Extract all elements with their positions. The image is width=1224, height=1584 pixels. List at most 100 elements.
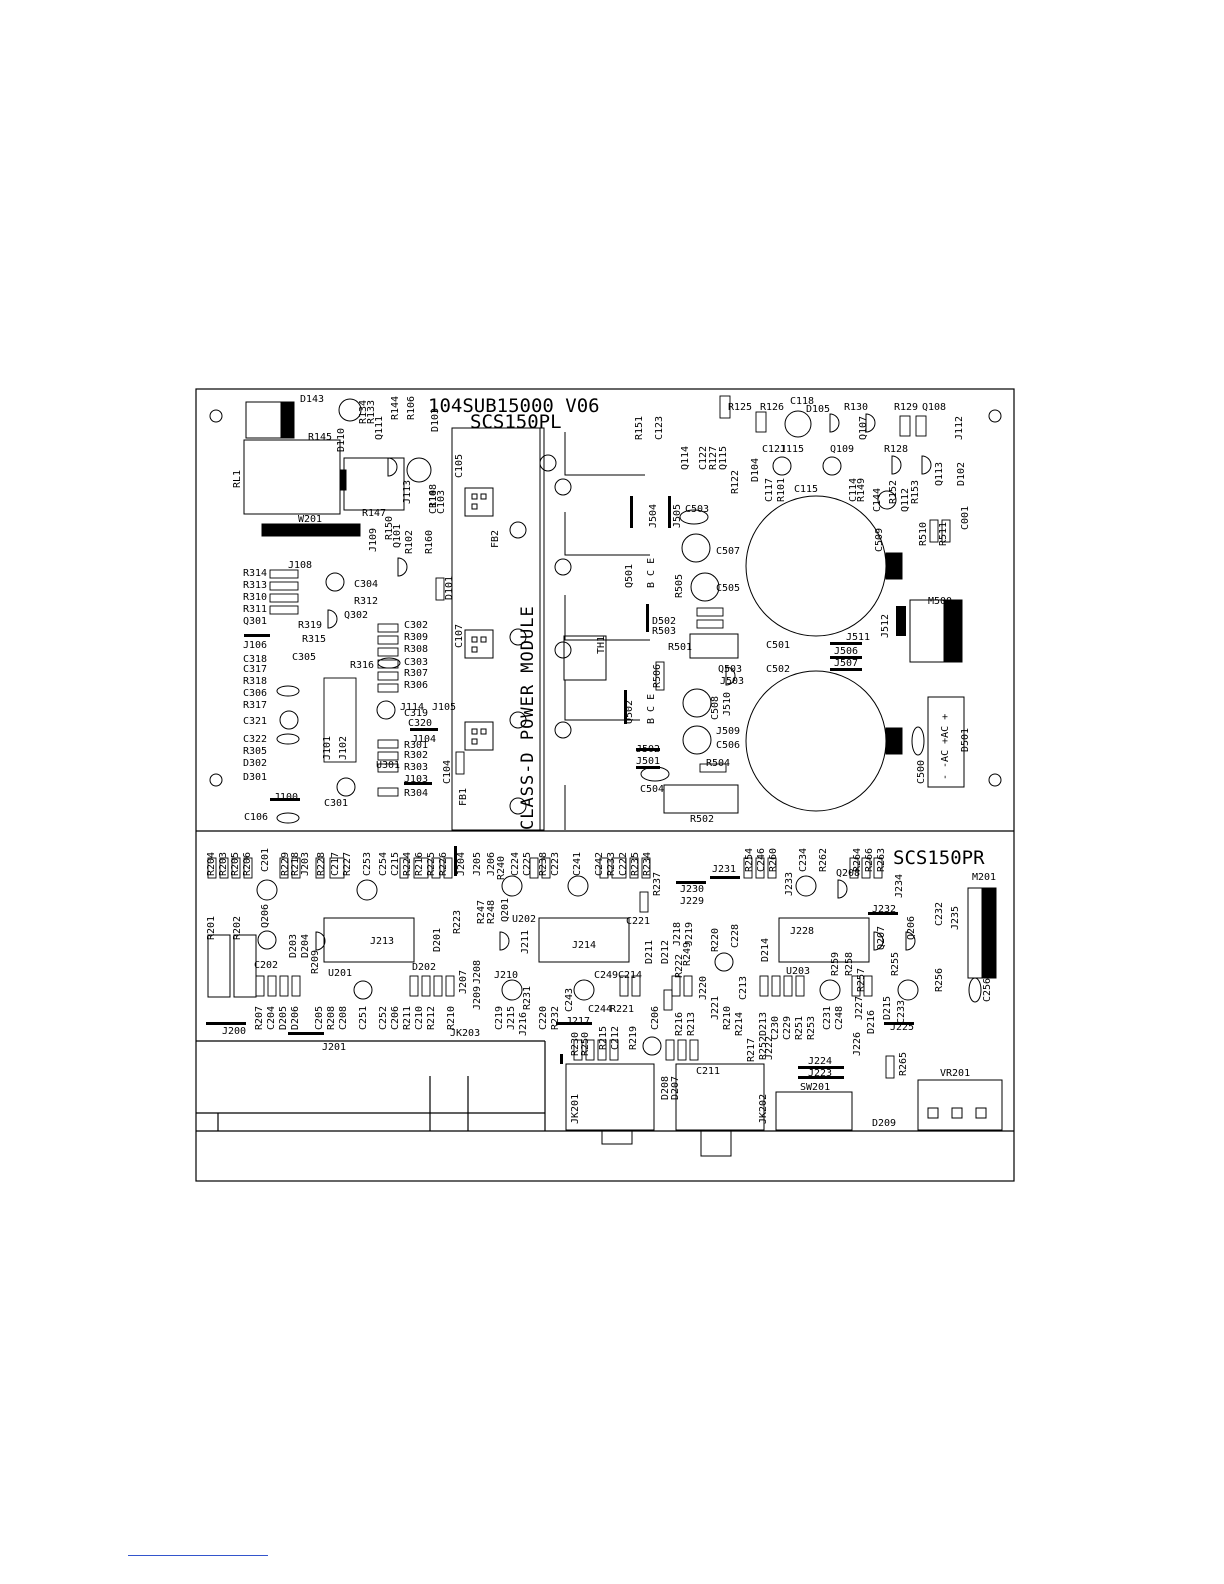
label-r102: R102 xyxy=(404,530,415,554)
label-c205: C205 xyxy=(314,1006,325,1030)
label-q112: Q112 xyxy=(900,488,911,512)
label-q503: Q503 xyxy=(718,664,742,675)
label-r125: R125 xyxy=(728,402,752,413)
label-c118: C118 xyxy=(790,396,814,407)
label-r203: R203 xyxy=(218,852,229,876)
label-r251: R251 xyxy=(794,1016,805,1040)
label-c106: C106 xyxy=(244,812,268,823)
label-r248: R248 xyxy=(486,900,497,924)
label-c103: C103 xyxy=(436,490,447,514)
label-c320: C320 xyxy=(408,718,432,729)
label-d102: D102 xyxy=(956,462,967,486)
label-r257: R257 xyxy=(856,968,867,992)
label-m500: M500 xyxy=(928,596,952,607)
label-q206b: Q206 xyxy=(906,916,917,940)
label-j213: J213 xyxy=(370,936,394,947)
label-r314: R314 xyxy=(243,568,267,579)
label-r209: R209 xyxy=(310,950,321,974)
label-c502: C502 xyxy=(766,664,790,675)
label-r231: R231 xyxy=(522,986,533,1010)
label-q108: Q108 xyxy=(922,402,946,413)
label-r210: R210 xyxy=(446,1006,457,1030)
label-c214: C214 xyxy=(618,970,642,981)
label-c319: C319 xyxy=(404,708,428,719)
label-jk203: JK203 xyxy=(450,1028,480,1039)
label-j505: J505 xyxy=(672,504,683,528)
label-c304: C304 xyxy=(354,579,378,590)
label-j206: J206 xyxy=(486,852,497,876)
rail-label: CLASS-D POWER MODULE xyxy=(518,605,538,830)
label-c117: C117 xyxy=(764,478,775,502)
label-r205: R205 xyxy=(230,852,241,876)
label-r224: R224 xyxy=(402,852,413,876)
label-c252: C252 xyxy=(378,1006,389,1030)
label-q502: Q502 xyxy=(624,700,635,724)
label-m201: M201 xyxy=(972,872,996,883)
label-j211: J211 xyxy=(520,930,531,954)
label-r222: R222 xyxy=(674,954,685,978)
label-r233: R233 xyxy=(606,852,617,876)
label-d214: D214 xyxy=(760,938,771,962)
label-rl1: RL1 xyxy=(232,470,243,488)
label-r253: R253 xyxy=(806,1016,817,1040)
label-c220: C220 xyxy=(538,1006,549,1030)
label-j510: J510 xyxy=(722,692,733,716)
label-u201: U201 xyxy=(328,968,352,979)
label-r313: R313 xyxy=(243,580,267,591)
label-j225: J225 xyxy=(890,1022,914,1033)
label-c503: C503 xyxy=(685,504,709,515)
label-r213: R213 xyxy=(686,1012,697,1036)
label-j113: J113 xyxy=(402,480,413,504)
label-c230: C230 xyxy=(770,1016,781,1040)
label-q501: Q501 xyxy=(624,564,635,588)
label-jk202: JK202 xyxy=(758,1094,769,1124)
label-r216b: R216 xyxy=(674,1012,685,1036)
label-r238: R238 xyxy=(538,852,549,876)
label-q101: Q101 xyxy=(392,524,403,548)
label-r202: R202 xyxy=(232,916,243,940)
label-c506: C506 xyxy=(716,740,740,751)
label-j228: J228 xyxy=(790,926,814,937)
label-r127: R127 xyxy=(708,446,719,470)
label-c221: C221 xyxy=(626,916,650,927)
label-r312: R312 xyxy=(354,596,378,607)
label-r255: R255 xyxy=(890,952,901,976)
label-jk201: JK201 xyxy=(570,1094,581,1124)
label-q115: Q115 xyxy=(718,446,729,470)
label-c107: C107 xyxy=(454,624,465,648)
label-r220: R220 xyxy=(710,928,721,952)
label-d101: D101 xyxy=(444,576,455,600)
label-r223: R223 xyxy=(452,910,463,934)
label-j105: J105 xyxy=(432,702,456,713)
label-j214: J214 xyxy=(572,940,596,951)
label-c232: C232 xyxy=(934,902,945,926)
label-c249: C249 xyxy=(594,970,618,981)
label-r201: R201 xyxy=(206,916,217,940)
label-r237: R237 xyxy=(652,872,663,896)
label-r144: R144 xyxy=(390,396,401,420)
label-d205: D205 xyxy=(278,1006,289,1030)
label-r308: R308 xyxy=(404,644,428,655)
label-sw201: SW201 xyxy=(800,1082,830,1093)
bulk-capacitors xyxy=(563,495,965,814)
label-d207: D207 xyxy=(670,1076,681,1100)
label-j103: J103 xyxy=(404,774,428,785)
label-c254: C254 xyxy=(378,852,389,876)
component-rows xyxy=(207,395,951,1079)
label-c114: C114 xyxy=(848,478,859,502)
label-c144: C144 xyxy=(872,488,883,512)
label-r215: R215 xyxy=(598,1026,609,1050)
label-d105: D105 xyxy=(806,404,830,415)
label-j106: J106 xyxy=(243,640,267,651)
label-j203: J203 xyxy=(300,852,311,876)
label-r214: R214 xyxy=(734,1012,745,1036)
label-r501: R501 xyxy=(668,642,692,653)
top-subtitle: SCS150PL xyxy=(470,411,562,433)
label-c231: C231 xyxy=(822,1006,833,1030)
label-r301: R301 xyxy=(404,740,428,751)
label-c241: C241 xyxy=(572,852,583,876)
label-r305: R305 xyxy=(243,746,267,757)
label-r232: R232 xyxy=(550,1006,561,1030)
label-c248: C248 xyxy=(834,1006,845,1030)
